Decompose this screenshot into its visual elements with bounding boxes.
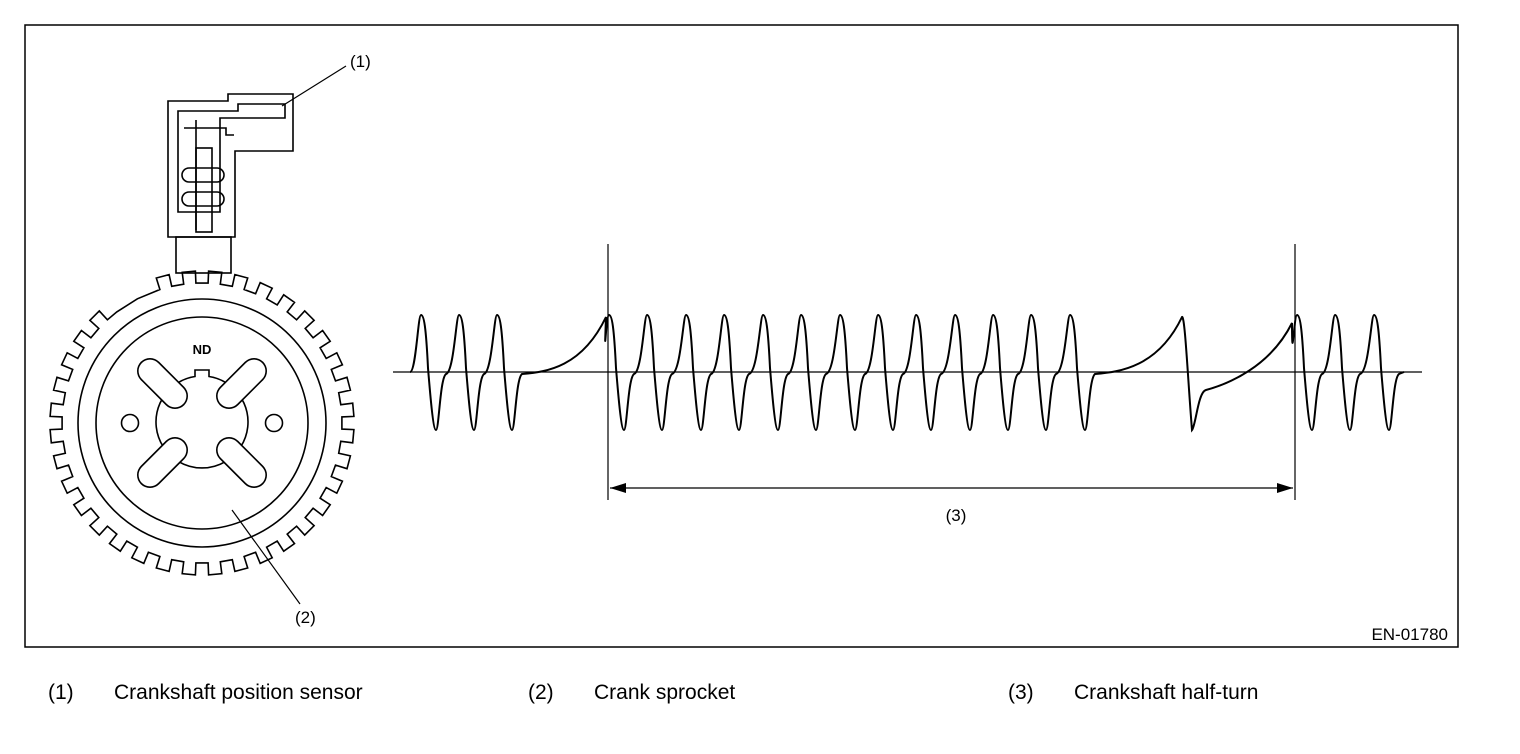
sprocket-bolt-hole-right bbox=[264, 413, 284, 433]
callout-leader-1 bbox=[281, 65, 347, 107]
legend-text: Crank sprocket bbox=[594, 681, 736, 704]
sprocket-mark: ND bbox=[193, 342, 212, 357]
waveform-trace bbox=[409, 313, 1405, 433]
crankshaft-position-sensor bbox=[167, 93, 294, 274]
callout-label-2: (2) bbox=[295, 608, 316, 627]
figure-frame bbox=[24, 24, 1459, 648]
sprocket-hub-rim bbox=[95, 316, 309, 530]
crank-sprocket bbox=[49, 270, 355, 576]
callout-label-1: (1) bbox=[350, 52, 371, 71]
callout-leader-2 bbox=[231, 509, 301, 605]
legend-number: (3) bbox=[1008, 681, 1034, 704]
dimension-arrow-right bbox=[1277, 483, 1293, 493]
sprocket-slots bbox=[137, 358, 267, 488]
sprocket-bolt-hole-left bbox=[120, 413, 140, 433]
figure-code: EN-01780 bbox=[1371, 625, 1448, 644]
legend-text: Crankshaft position sensor bbox=[114, 681, 363, 704]
sprocket-inner-rim bbox=[77, 298, 327, 548]
callout-label-3: (3) bbox=[946, 506, 967, 525]
legend-number: (1) bbox=[48, 681, 74, 704]
legend-text: Crankshaft half-turn bbox=[1074, 681, 1259, 704]
dimension-arrow-left bbox=[610, 483, 626, 493]
sprocket-teeth bbox=[49, 270, 355, 576]
legend-number: (2) bbox=[528, 681, 554, 704]
